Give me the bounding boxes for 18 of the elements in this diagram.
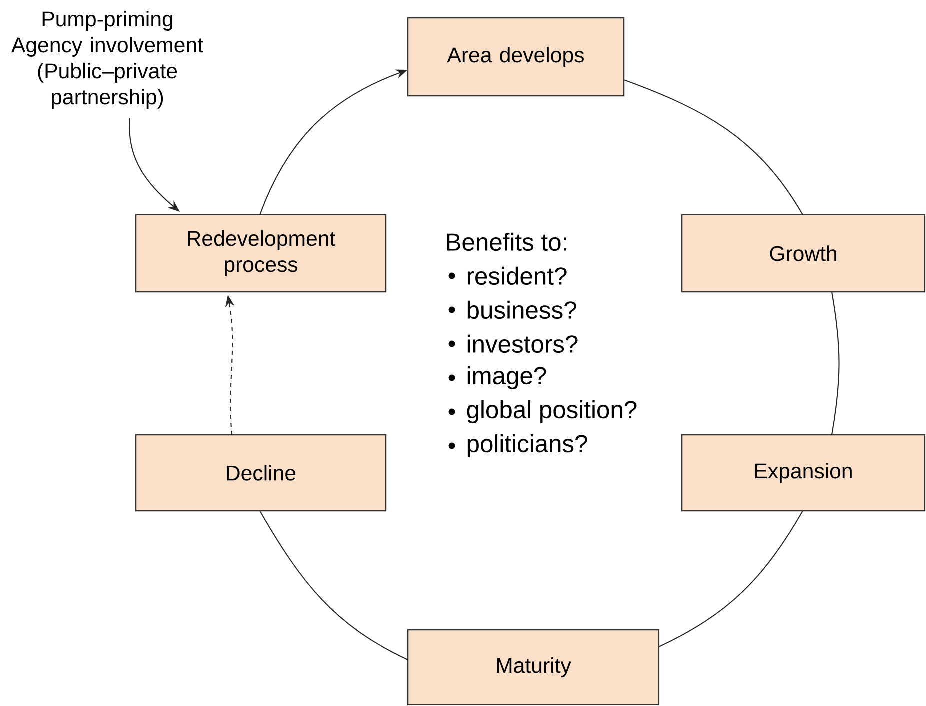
connector-line — [624, 80, 804, 216]
annotation-text: Pump-priming Agency involvement (Public–private partnership) — [12, 11, 204, 109]
connector-line — [831, 292, 840, 436]
connector-line — [658, 510, 804, 648]
stage-box: Maturity — [407, 629, 660, 706]
stage-box: Decline — [135, 434, 387, 512]
connector-line — [260, 510, 408, 660]
list-heading: Benefits to: — [447, 232, 566, 252]
stage-box: Expansion — [681, 434, 926, 512]
stage-box: Redevelopment process — [135, 214, 387, 293]
list-item: investors? — [468, 334, 578, 354]
list-item: resident? — [468, 266, 567, 286]
list-item: business? — [468, 300, 576, 320]
stage-box: Area develops — [407, 17, 625, 97]
list-item: global position? — [467, 400, 637, 424]
list-item: politicians? — [468, 434, 588, 458]
stage-box: Growth — [681, 214, 926, 293]
list-item: image? — [468, 366, 546, 390]
